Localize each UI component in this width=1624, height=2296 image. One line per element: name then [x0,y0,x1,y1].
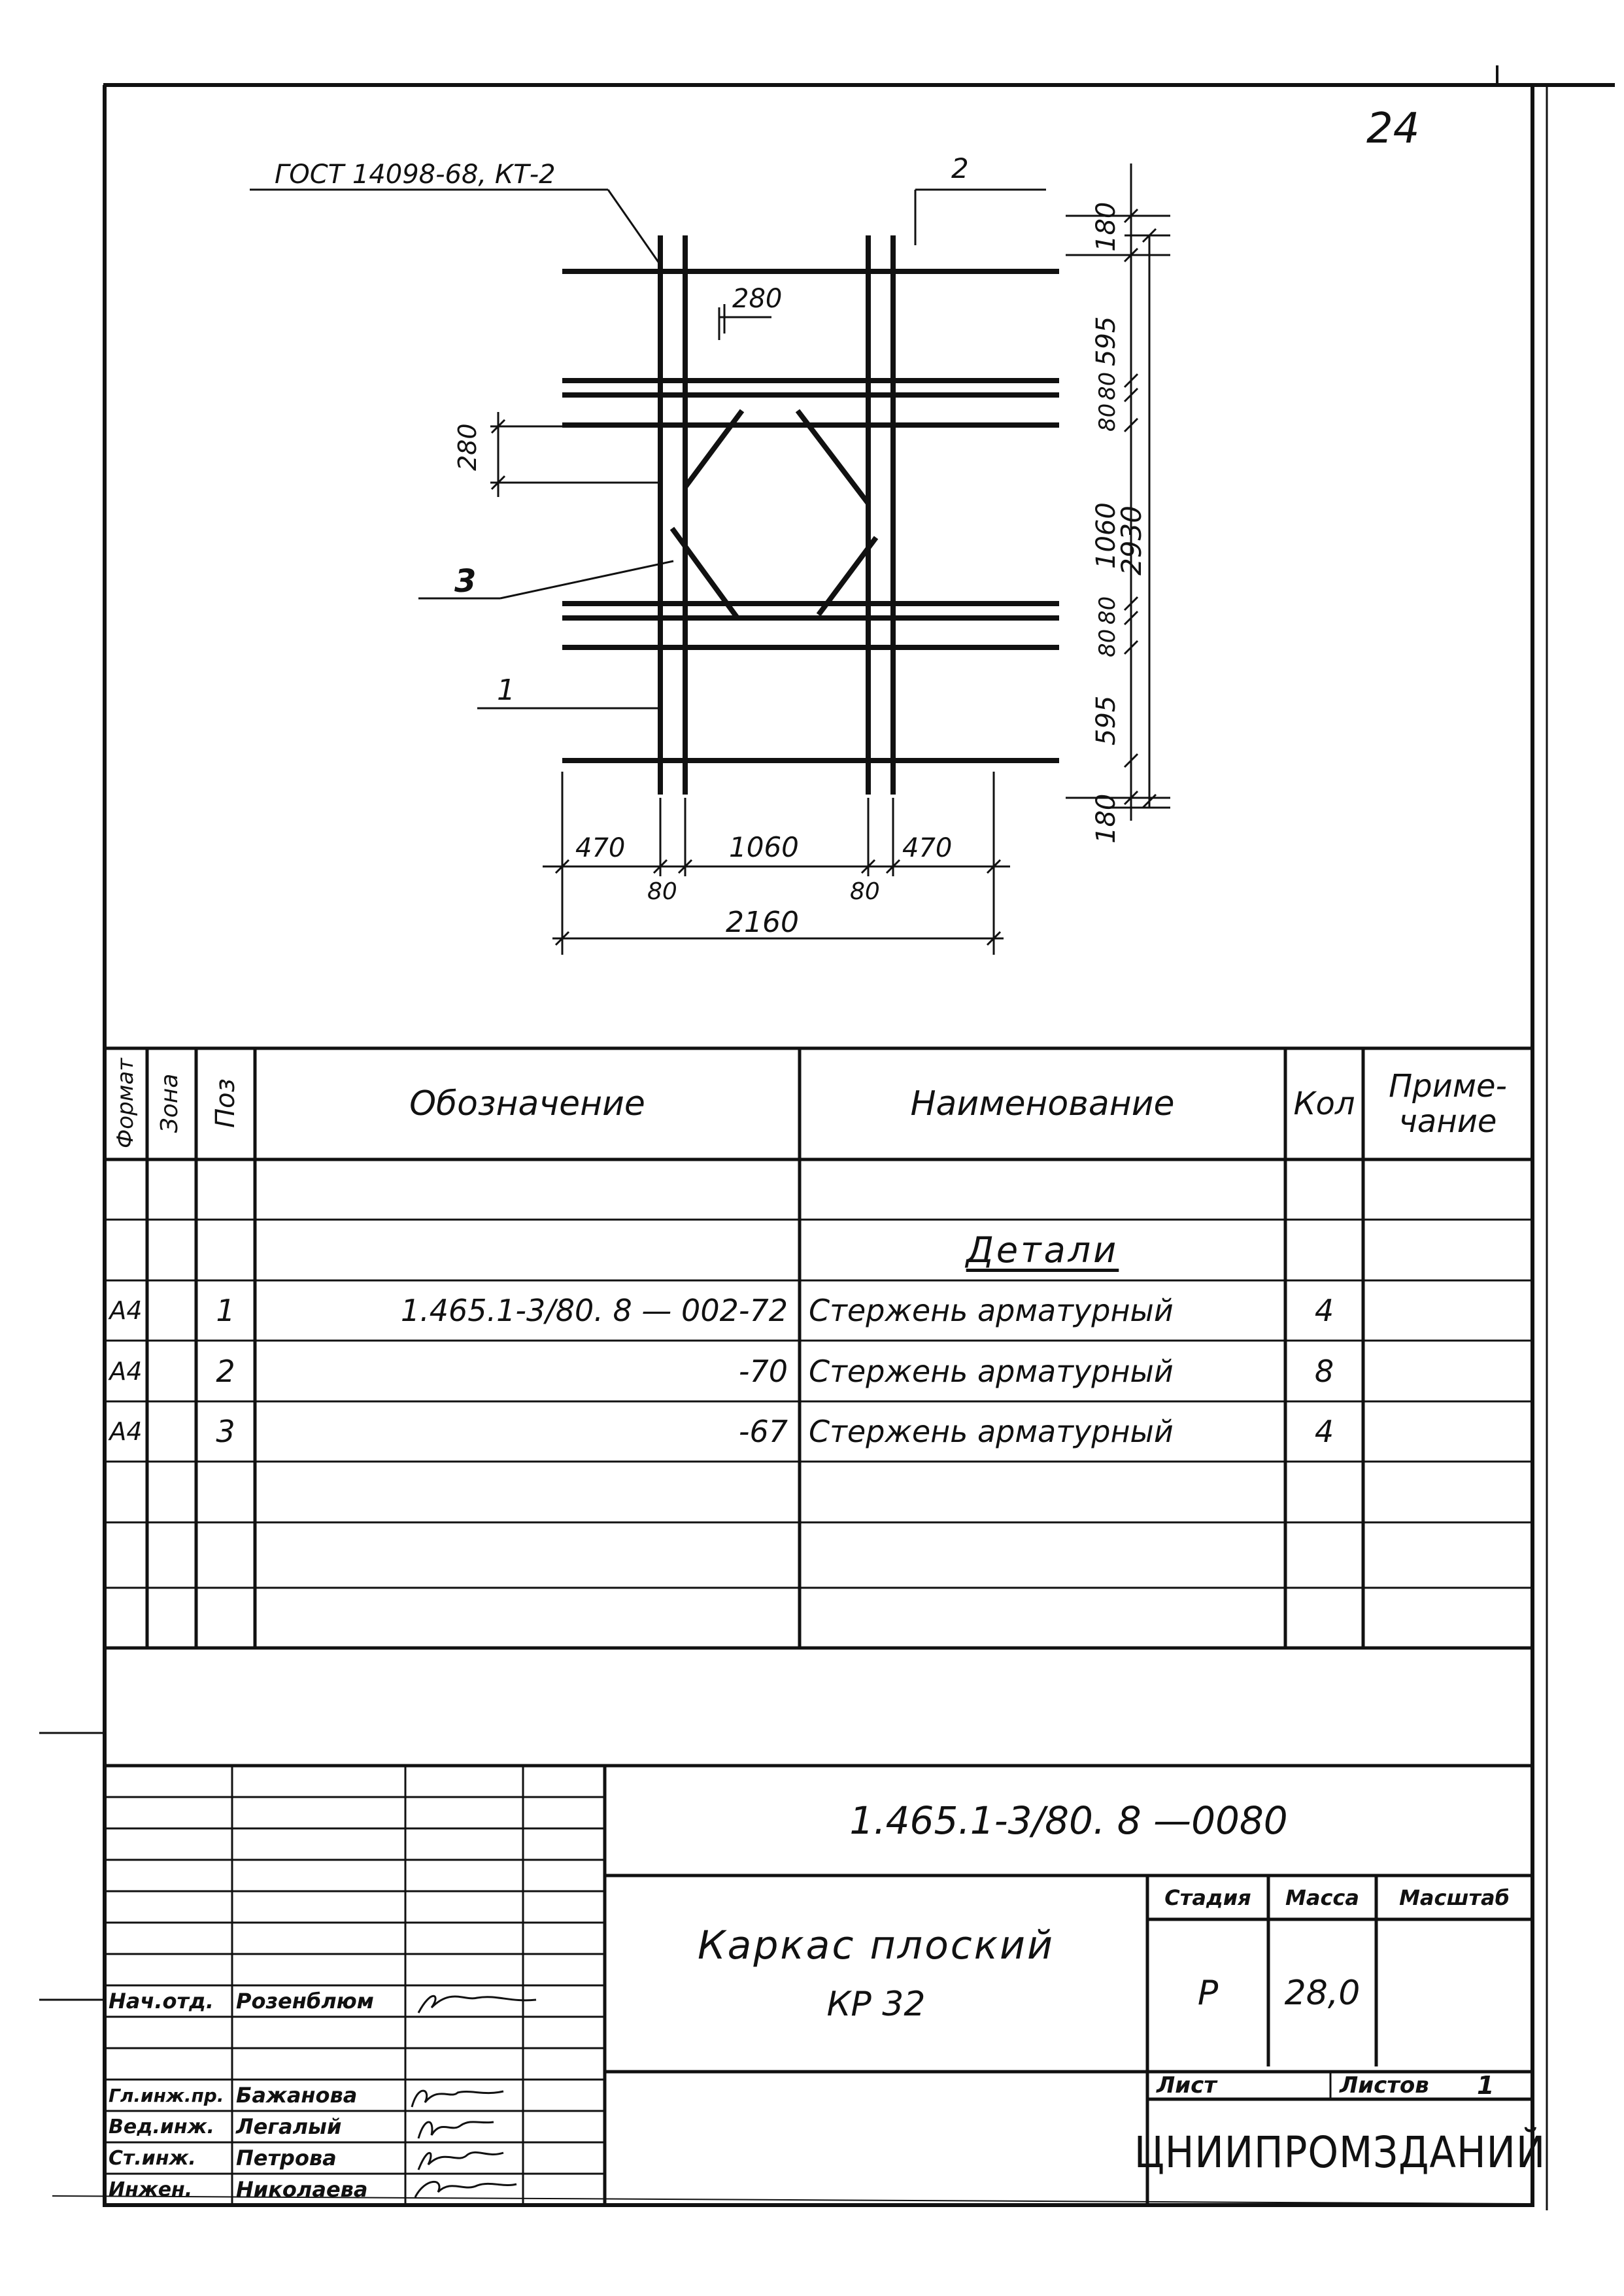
row-2-pos: 2 [216,1353,235,1389]
organization-name: ЦНИИПРОМЗДАНИЙ [1134,2127,1546,2178]
trim-line-bottom [52,2195,1531,2204]
signature-2 [411,2089,504,2108]
dim-80-b: 80 [1094,403,1121,432]
section-title-text: Детали [966,1229,1119,1271]
row-1-name: Стержень арматурный [809,1293,1174,1328]
sheets-label: Листов [1340,2072,1429,2099]
rebar-lines [562,235,1059,795]
pos-label-1: 1 [497,674,515,707]
signer-4-role: Ст.инж. [109,2146,196,2170]
dim-80-left: 80 [647,878,677,905]
stage-value: Р [1197,1973,1219,2013]
sheets-value: 1 [1477,2071,1495,2100]
dim-280-top: 280 [732,284,782,314]
dim-180-top: 180 [1091,202,1121,252]
dim-180-bottom: 180 [1091,794,1121,844]
row-2-designation: -70 [738,1353,788,1389]
dim-80-a: 80 [1094,372,1121,400]
dimension-lines [250,163,1170,955]
signer-5-role: Инжен. [109,2178,193,2201]
signer-5-name: Николаева [236,2177,368,2202]
signer-3-name: Легалый [236,2114,342,2139]
dim-470-right: 470 [902,833,952,863]
mass-value: 28,0 [1284,1973,1361,2013]
row-3-name: Стержень арматурный [809,1414,1174,1449]
signature-1 [417,1995,537,2013]
callout-standard: ГОСТ 14098-68, КТ-2 [275,160,556,190]
stage-label: Стадия [1164,1885,1251,1910]
row-3-format: А4 [109,1417,143,1446]
signer-1-role: Нач.отд. [109,1989,214,2013]
dim-595-bottom: 595 [1091,696,1121,745]
scale-label: Масштаб [1399,1885,1510,1910]
signer-2-name: Бажанова [236,2083,358,2108]
signature-5 [414,2181,517,2198]
col-header-note: Приме- чание [1389,1068,1507,1140]
row-1-qty: 4 [1314,1293,1334,1328]
dim-80-right: 80 [850,878,880,905]
section-title-details: Детали [800,1220,1285,1280]
row-1-format: А4 [109,1296,143,1325]
sheet-label: Лист [1157,2072,1217,2099]
dim-1060-vertical: 1060 [1091,502,1121,569]
row-3-designation: -67 [738,1414,788,1449]
row-2-format: А4 [109,1356,143,1386]
dim-2930-overall: 2930 [1115,505,1147,575]
dim-80-d: 80 [1094,629,1121,657]
row-1-designation: 1.465.1-3/80. 8 — 002-72 [400,1293,788,1328]
doc-code: 1.465.1-3/80. 8 —0080 [849,1798,1288,1843]
row-2-name: Стержень арматурный [809,1353,1174,1389]
col-header-qty: Кол [1293,1086,1355,1122]
pos-label-2: 2 [951,152,969,184]
mass-label: Масса [1285,1885,1359,1910]
row-3-pos: 3 [216,1414,235,1449]
dim-1060-horizontal: 1060 [729,831,799,863]
signer-3-role: Вед.инж. [109,2115,214,2138]
row-3-qty: 4 [1314,1414,1334,1449]
page-mark: 24 [1366,105,1420,153]
row-1-pos: 1 [216,1293,235,1328]
dim-80-c: 80 [1094,596,1121,625]
signer-4-name: Петрова [236,2146,337,2170]
pos-label-3: 3 [454,563,476,600]
dim-2160-overall: 2160 [726,906,799,939]
dim-470-left: 470 [575,833,625,863]
signer-1-name: Розенблюм [236,1989,374,2013]
signature-4 [417,2151,504,2170]
row-2-qty: 8 [1314,1353,1334,1389]
signature-3 [417,2121,494,2139]
dim-595-top: 595 [1091,317,1121,366]
signer-2-role: Гл.инж.пр. [109,2084,224,2106]
col-header-designation: Обозначение [409,1084,645,1123]
product-title-line1: Каркас плоский [697,1923,1055,1968]
dim-280-left: 280 [453,423,482,471]
product-title-line2: КР 32 [826,1985,926,2024]
col-header-name: Наименование [910,1084,1175,1123]
